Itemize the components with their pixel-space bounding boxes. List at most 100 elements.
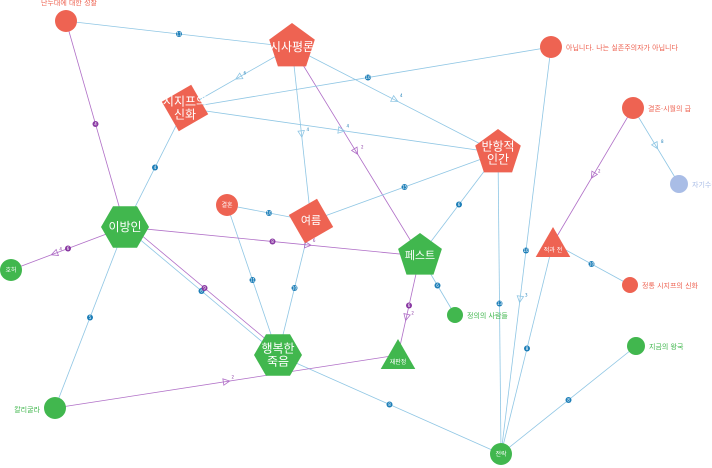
node-shape[interactable]	[216, 194, 238, 216]
edge-jeonrak-jigeum: 8	[500, 345, 637, 455]
edge-weight-badge: 5	[87, 314, 93, 321]
edge-banhang-yeoreum: 15	[310, 152, 499, 222]
node-label: 전락	[495, 450, 507, 458]
edge-sisyphus-banhang: 4	[184, 107, 499, 154]
edge-line	[291, 46, 421, 257]
node-hoheo[interactable]: 호허	[0, 259, 22, 281]
edge-silhon-jeokgwa: 2	[552, 107, 634, 244]
edge-weight-label: 13	[497, 301, 503, 306]
edge-weight-label: 6	[408, 303, 411, 308]
node-shape[interactable]	[622, 277, 638, 293]
edge-direction-arrow-icon	[234, 72, 244, 80]
node-shape[interactable]	[447, 307, 463, 323]
node-label: 자기수정	[692, 180, 712, 189]
node-jagi[interactable]: 자기수정	[670, 175, 712, 193]
edge-jeokgwa-jeonrak: 8	[500, 242, 554, 455]
node-shape[interactable]	[475, 129, 521, 173]
node-sisa[interactable]: 시사평론	[269, 23, 315, 67]
node-label: 결혼·시월의 급	[648, 104, 692, 113]
edge-weight-label: 10	[589, 262, 595, 267]
edge-weight-badge: 10	[523, 247, 529, 254]
edge-weight-label: 6	[458, 202, 461, 207]
edge-line	[291, 46, 499, 154]
node-shape[interactable]	[55, 10, 77, 32]
node-shape[interactable]	[540, 36, 562, 58]
edge-arrow-count: 2	[232, 375, 235, 380]
node-shape[interactable]	[490, 443, 512, 465]
node-gyeolhon[interactable]: 결혼	[216, 194, 238, 216]
edge-line	[54, 354, 399, 409]
edge-direction-arrow-icon	[337, 126, 346, 134]
edge-sisa-yeoreum: 4	[291, 46, 312, 222]
edge-haengbok-jeonrak: 8	[277, 354, 502, 455]
node-sifrye[interactable]: 정통 시지프의 신화	[622, 277, 699, 293]
edge-weight-label: 11	[176, 32, 182, 37]
node-jigeum[interactable]: 지금의 왕국	[627, 337, 684, 355]
node-ibangin[interactable]: 이방인	[101, 206, 149, 248]
edge-arrow-count: 2	[598, 169, 601, 174]
node-peseuteu[interactable]: 페스트	[398, 233, 442, 275]
edge-dandoe-ibangin: 4	[65, 20, 126, 228]
node-shape[interactable]	[380, 339, 416, 369]
node-shape[interactable]	[44, 397, 66, 419]
edge-silhon-jagi: 8	[632, 107, 680, 185]
node-shape[interactable]	[269, 23, 315, 67]
edge-weight-label: 4	[154, 165, 157, 170]
node-label: 재판정	[390, 358, 407, 366]
edge-dandoe-sisa: 11	[65, 20, 293, 48]
node-silhon[interactable]: 결혼·시월의 급	[622, 97, 692, 119]
edge-weight-label: 8	[567, 398, 570, 403]
node-shape[interactable]	[0, 259, 22, 281]
node-yeoreum[interactable]: 여름	[288, 198, 334, 244]
edge-sisa-sisyphus: 6	[184, 46, 293, 109]
node-jeongui[interactable]: 정의의 사람들	[447, 307, 508, 323]
node-shape[interactable]	[254, 334, 302, 376]
node-jaepan[interactable]: 재판정	[380, 339, 416, 369]
node-label: 이방인	[108, 220, 141, 234]
node-shape[interactable]	[627, 337, 645, 355]
edge-line	[184, 46, 293, 109]
node-label: 페스트	[405, 249, 435, 262]
node-shape[interactable]	[622, 97, 644, 119]
edge-weight-label: 6	[436, 283, 439, 288]
node-shape[interactable]	[670, 175, 688, 193]
node-dandoe[interactable]: 단두대에 대한 성찰	[41, 0, 98, 32]
edge-weight-badge: 6	[65, 245, 71, 252]
edge-weight-label: 10	[292, 286, 298, 291]
node-anida[interactable]: 아닙니다. 나는 실존주의자가 아닙니다	[540, 36, 679, 58]
edge-direction-arrow-icon	[516, 295, 525, 304]
edge-weight-label: 11	[250, 278, 256, 283]
node-label: 호허	[5, 266, 16, 274]
edge-arrow-count: 3	[525, 292, 528, 297]
edge-line	[552, 107, 634, 244]
edge-sisa-banhang: 4	[291, 46, 499, 154]
node-shape[interactable]	[398, 233, 442, 275]
edge-weight-badge: 4	[152, 164, 158, 171]
edge-banhang-jeonrak: 13	[496, 152, 503, 455]
node-shape[interactable]	[288, 198, 334, 244]
node-label: 단두대에 대한 성찰	[41, 0, 98, 7]
node-kaligula[interactable]: 칼리굴라	[14, 397, 66, 419]
edge-weight-badge: 8	[386, 401, 393, 408]
node-shape[interactable]	[535, 227, 571, 257]
node-shape[interactable]	[161, 84, 209, 132]
edge-weight-label: 10	[266, 211, 272, 216]
edge-direction-arrow-icon	[390, 94, 399, 102]
edge-weight-label: 10	[523, 248, 529, 253]
node-jeokgwa[interactable]: 적과 전	[535, 227, 571, 257]
edge-weight-badge: 10	[365, 74, 371, 81]
edge-weight-badge: 8	[524, 345, 530, 352]
edge-ibangin-haengbok: 9	[127, 223, 282, 353]
node-shape[interactable]	[101, 206, 149, 248]
edge-line	[632, 107, 680, 185]
node-jeonrak[interactable]: 전락	[490, 443, 512, 465]
edge-weight-badge: 15	[401, 184, 408, 190]
edge-weight-badge: 6	[456, 201, 462, 208]
edge-line	[291, 46, 312, 222]
edge-weight-badge: 10	[266, 210, 272, 216]
